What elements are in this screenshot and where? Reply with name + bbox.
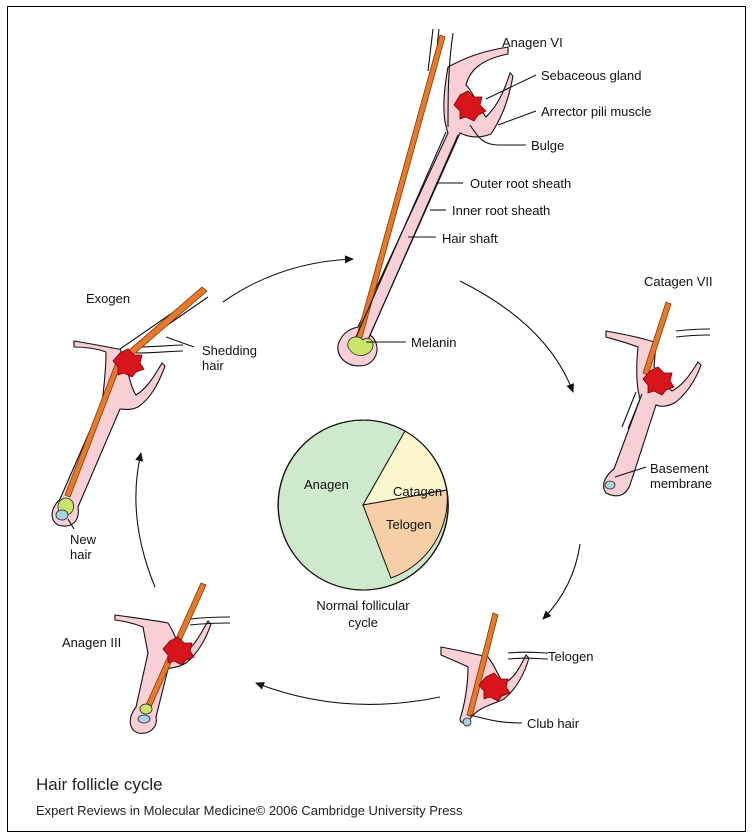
label-melanin: Melanin bbox=[411, 335, 457, 350]
label-arrector-pili-muscle: Arrector pili muscle bbox=[541, 104, 652, 119]
exogen-follicle bbox=[52, 287, 208, 529]
hair-shaft-catagen bbox=[643, 302, 671, 375]
follicular-cycle-pie bbox=[278, 420, 448, 590]
label-outer-root-sheath: Outer root sheath bbox=[470, 176, 571, 191]
caption-source: Expert Reviews in Molecular Medicine© 20… bbox=[36, 803, 462, 818]
papilla-exogen bbox=[56, 510, 68, 520]
label-sebaceous-gland: Sebaceous gland bbox=[541, 68, 641, 83]
papilla-catagen bbox=[605, 481, 615, 489]
club-hair-bulb bbox=[463, 718, 471, 726]
papilla-anagen-iii bbox=[138, 715, 150, 723]
arrow-catagen-to-telogen bbox=[543, 544, 580, 619]
figure-frame: Anagen VI Sebaceous gland Arrector pili … bbox=[7, 6, 746, 832]
pie-label-catagen: Catagen bbox=[393, 484, 442, 499]
telogen-follicle bbox=[441, 613, 548, 726]
arrow-anagen-iii-to-exogen bbox=[136, 453, 155, 587]
label-exogen: Exogen bbox=[86, 291, 130, 306]
label-shedding-hair-1: Shedding bbox=[202, 343, 257, 358]
anagen-iii-follicle bbox=[115, 583, 230, 733]
label-inner-root-sheath: Inner root sheath bbox=[452, 203, 550, 218]
pie-label-anagen: Anagen bbox=[304, 477, 349, 492]
label-basement-membrane-2: membrane bbox=[650, 476, 712, 491]
label-new-hair-1: New bbox=[70, 532, 97, 547]
label-basement-membrane-1: Basement bbox=[650, 461, 709, 476]
melanin-anagen-iii bbox=[140, 704, 152, 714]
arrow-anagen-vi-to-catagen bbox=[460, 281, 573, 392]
label-new-hair-2: hair bbox=[70, 547, 92, 562]
label-anagen-iii: Anagen III bbox=[62, 635, 121, 650]
arrow-exogen-to-anagen-vi bbox=[223, 259, 353, 302]
label-bulge: Bulge bbox=[531, 138, 564, 153]
caption-title: Hair follicle cycle bbox=[36, 775, 163, 795]
pie-caption-2: cycle bbox=[348, 615, 378, 630]
anagen-vi-follicle bbox=[338, 29, 513, 366]
arrow-telogen-to-anagen-iii bbox=[256, 683, 440, 704]
shedding-hair-shaft bbox=[128, 287, 207, 355]
new-hair-shaft bbox=[65, 357, 123, 497]
label-hair-shaft: Hair shaft bbox=[442, 231, 498, 246]
label-anagen-vi: Anagen VI bbox=[502, 35, 563, 50]
label-telogen-stage: Telogen bbox=[548, 649, 594, 664]
label-shedding-hair-2: hair bbox=[202, 358, 224, 373]
pie-caption-1: Normal follicular bbox=[316, 598, 410, 613]
label-catagen-vii: Catagen VII bbox=[644, 274, 713, 289]
hair-follicle-diagram: Anagen VI Sebaceous gland Arrector pili … bbox=[8, 7, 746, 832]
pie-label-telogen: Telogen bbox=[386, 517, 432, 532]
label-club-hair: Club hair bbox=[527, 716, 580, 731]
